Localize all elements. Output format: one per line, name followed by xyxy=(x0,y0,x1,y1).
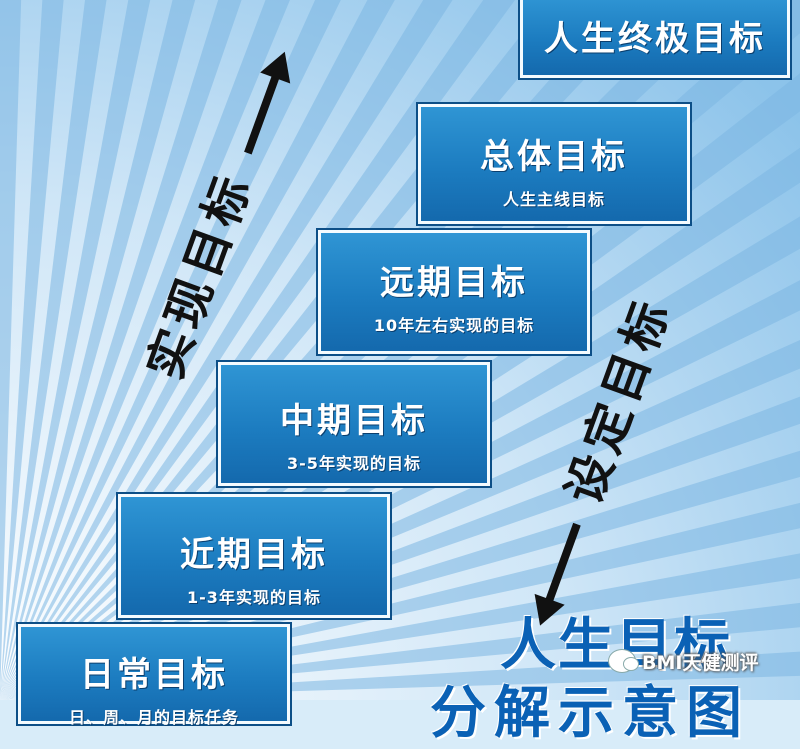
background-ray xyxy=(0,0,453,700)
step-subtitle: 10年左右实现的目标 xyxy=(373,316,535,335)
arrow-up-icon xyxy=(243,51,291,155)
step-overall-goal: 总体目标 人生主线目标 xyxy=(418,104,690,224)
step-title: 远期目标 xyxy=(380,263,528,303)
background-ray xyxy=(0,0,341,700)
background-ray xyxy=(0,602,800,700)
watermark: BMI天健测评 xyxy=(608,648,758,674)
step-subtitle: 日、周、月的目标任务 xyxy=(68,708,239,727)
step-title: 日常目标 xyxy=(80,655,228,695)
achieve-goal-arrow: 实现目标 xyxy=(126,51,305,387)
step-title: 近期目标 xyxy=(180,535,328,575)
set-goal-arrow: 设定目标 xyxy=(499,289,682,636)
step-mid-term-goal: 中期目标 3-5年实现的目标 xyxy=(218,362,490,486)
watermark-text: BMI天健测评 xyxy=(642,651,759,674)
step-ultimate-goal: 人生终极目标 xyxy=(520,0,790,78)
step-title: 总体目标 xyxy=(480,137,628,177)
background-ray xyxy=(0,0,107,700)
background-ray xyxy=(0,651,800,700)
diagram-title-line2: 分解示意图 xyxy=(430,681,750,746)
step-title: 中期目标 xyxy=(280,401,428,441)
background-ray xyxy=(0,0,290,700)
step-subtitle: 人生主线目标 xyxy=(502,190,605,209)
background-ray xyxy=(0,0,242,700)
background-ray xyxy=(0,0,196,700)
step-title: 人生终极目标 xyxy=(544,19,766,59)
step-long-term-goal: 远期目标 10年左右实现的目标 xyxy=(318,230,590,354)
wechat-icon xyxy=(608,649,639,673)
background-ray xyxy=(0,0,64,700)
background-ray xyxy=(0,502,800,700)
step-daily-goal: 日常目标 日、周、月的目标任务 xyxy=(18,624,290,727)
background-ray xyxy=(0,0,22,700)
arrow-down-icon xyxy=(534,522,581,626)
step-subtitle: 1-3年实现的目标 xyxy=(187,588,321,607)
step-subtitle: 3-5年实现的目标 xyxy=(287,454,421,473)
background-ray xyxy=(0,0,151,700)
step-short-term-goal: 近期目标 1-3年实现的目标 xyxy=(118,494,390,618)
background-ray xyxy=(0,0,395,700)
